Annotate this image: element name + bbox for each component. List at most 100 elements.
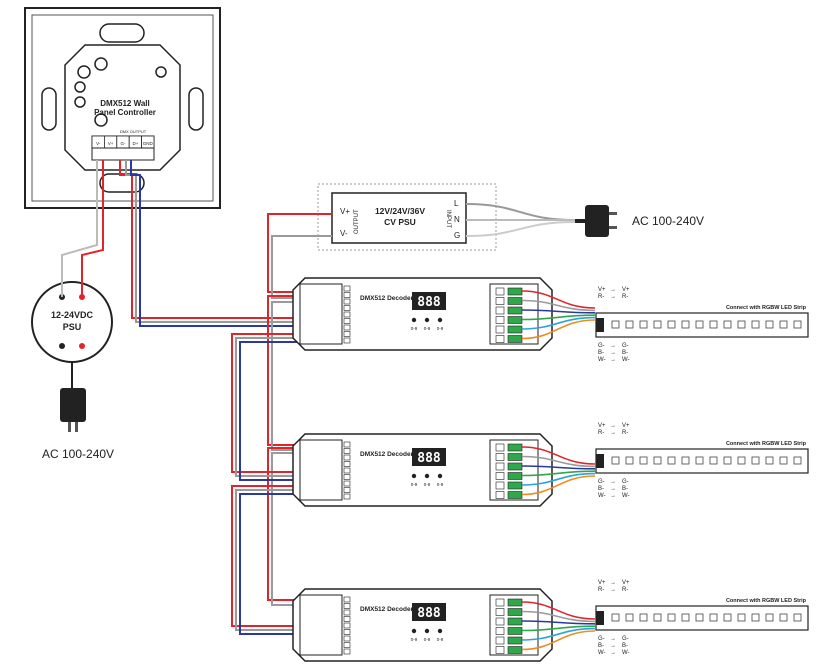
led-chip-icon [779, 613, 788, 622]
panel-terminal-label: V- [96, 141, 101, 146]
arrow-icon: → [610, 287, 616, 293]
rgbw-led-strip: Connect with RGBW LED StripV+→V+R-→R-G-→… [595, 580, 809, 656]
led-chip-icon [667, 456, 676, 465]
arrow-icon: → [610, 587, 616, 593]
led-chip-icon [611, 320, 620, 329]
led-chip-icon [709, 456, 718, 465]
led-chip-icon [723, 613, 732, 622]
strip-pin-label: G- [598, 479, 605, 485]
strip-pin-label: V+ [598, 423, 606, 429]
output-terminal-icon [507, 472, 523, 480]
cv-psu-line2: CV PSU [384, 217, 416, 227]
output-terminal-icon [507, 462, 523, 471]
strip-pin-label: R- [622, 430, 628, 436]
dial-icon [424, 628, 430, 634]
arrow-icon: → [610, 357, 616, 363]
dial-icon [437, 473, 443, 479]
strip-pin-label: G- [598, 343, 605, 349]
dial-label: 0-9 [411, 482, 418, 487]
output-terminal-icon [507, 481, 523, 490]
led-chip-icon [723, 320, 732, 329]
output-terminal-icon [507, 491, 523, 499]
led-chip-icon [737, 456, 746, 465]
strip-pin-label: R- [598, 587, 604, 593]
led-chip-icon [695, 456, 704, 465]
arrow-icon: → [610, 650, 616, 656]
decoder-label: DMX512 Decoder [360, 295, 414, 302]
led-chip-icon [751, 456, 760, 465]
arrow-icon: → [610, 479, 616, 485]
ac-right-label: AC 100-240V [632, 214, 704, 228]
strip-pin-label: V+ [598, 287, 606, 293]
strip-pin-label: W- [622, 493, 630, 499]
arrow-icon: → [610, 350, 616, 356]
dial-label: 0-9 [437, 326, 444, 331]
cv-out-vminus: V- [340, 229, 348, 238]
cv-in-l: L [454, 199, 459, 208]
led-chip-icon [709, 613, 718, 622]
cv-psu: V+ V- OUTPUT 12V/24V/36V CV PSU INPUT L … [317, 183, 704, 251]
ac-left-label: AC 100-240V [42, 447, 114, 461]
strip-pin-label: B- [622, 643, 628, 649]
wall-panel-controller: DMX512 Wall Panel Controller DMX OUTPUT … [24, 7, 221, 209]
dial-label: 0-9 [424, 482, 431, 487]
dial-label: 0-9 [411, 326, 418, 331]
led-chip-icon [667, 320, 676, 329]
led-chip-icon [625, 456, 634, 465]
dial-label: 0-9 [424, 326, 431, 331]
cv-out-vplus: V+ [340, 207, 350, 216]
dial-icon [411, 628, 417, 634]
led-chip-icon [723, 456, 732, 465]
strip-pin-label: G- [622, 343, 629, 349]
dial-label: 0-9 [437, 482, 444, 487]
led-chip-icon [639, 320, 648, 329]
strip-pin-label: R- [622, 587, 628, 593]
led-display [412, 448, 446, 466]
led-chip-icon [625, 320, 634, 329]
output-terminal-icon [507, 443, 523, 452]
arrow-icon: → [610, 636, 616, 642]
led-chip-icon [653, 613, 662, 622]
output-terminal-icon [507, 325, 523, 334]
strip-pin-label: B- [598, 350, 604, 356]
led-chip-icon [695, 613, 704, 622]
arrow-icon: → [610, 493, 616, 499]
arrow-icon: → [610, 486, 616, 492]
led-chip-icon [681, 613, 690, 622]
strip-pin-label: W- [622, 650, 630, 656]
strip-pin-label: W- [598, 493, 606, 499]
cv-output-label: OUTPUT [354, 209, 360, 234]
led-chip-icon [681, 320, 690, 329]
strip-pin-label: R- [598, 430, 604, 436]
led-chip-icon [765, 456, 774, 465]
cv-in-n: N [454, 215, 460, 224]
dial-icon [424, 317, 430, 323]
dial-label: 0-9 [437, 637, 444, 642]
dial-icon [411, 473, 417, 479]
panel-title-1: DMX512 Wall [100, 99, 150, 108]
led-chip-icon [779, 456, 788, 465]
led-chip-icon [653, 456, 662, 465]
strip-pin-label: V+ [622, 580, 630, 586]
strip-pin-label: R- [598, 294, 604, 300]
led-chip-icon [793, 456, 802, 465]
led-chip-icon [751, 320, 760, 329]
panel-terminal-label: D+ [132, 141, 138, 146]
led-chip-icon [737, 320, 746, 329]
wiring [61, 160, 332, 635]
led-display-text: 888 [417, 606, 441, 621]
output-terminal-icon [507, 646, 523, 654]
led-chip-icon [681, 456, 690, 465]
cv-in-g: G [454, 231, 460, 240]
arrow-icon: → [610, 643, 616, 649]
output-terminal-icon [507, 287, 523, 296]
led-chip-icon [765, 613, 774, 622]
plug-left-icon [60, 388, 86, 422]
led-chip-icon [611, 613, 620, 622]
strip-pin-label: W- [598, 650, 606, 656]
panel-terminal-label: V+ [108, 141, 114, 146]
